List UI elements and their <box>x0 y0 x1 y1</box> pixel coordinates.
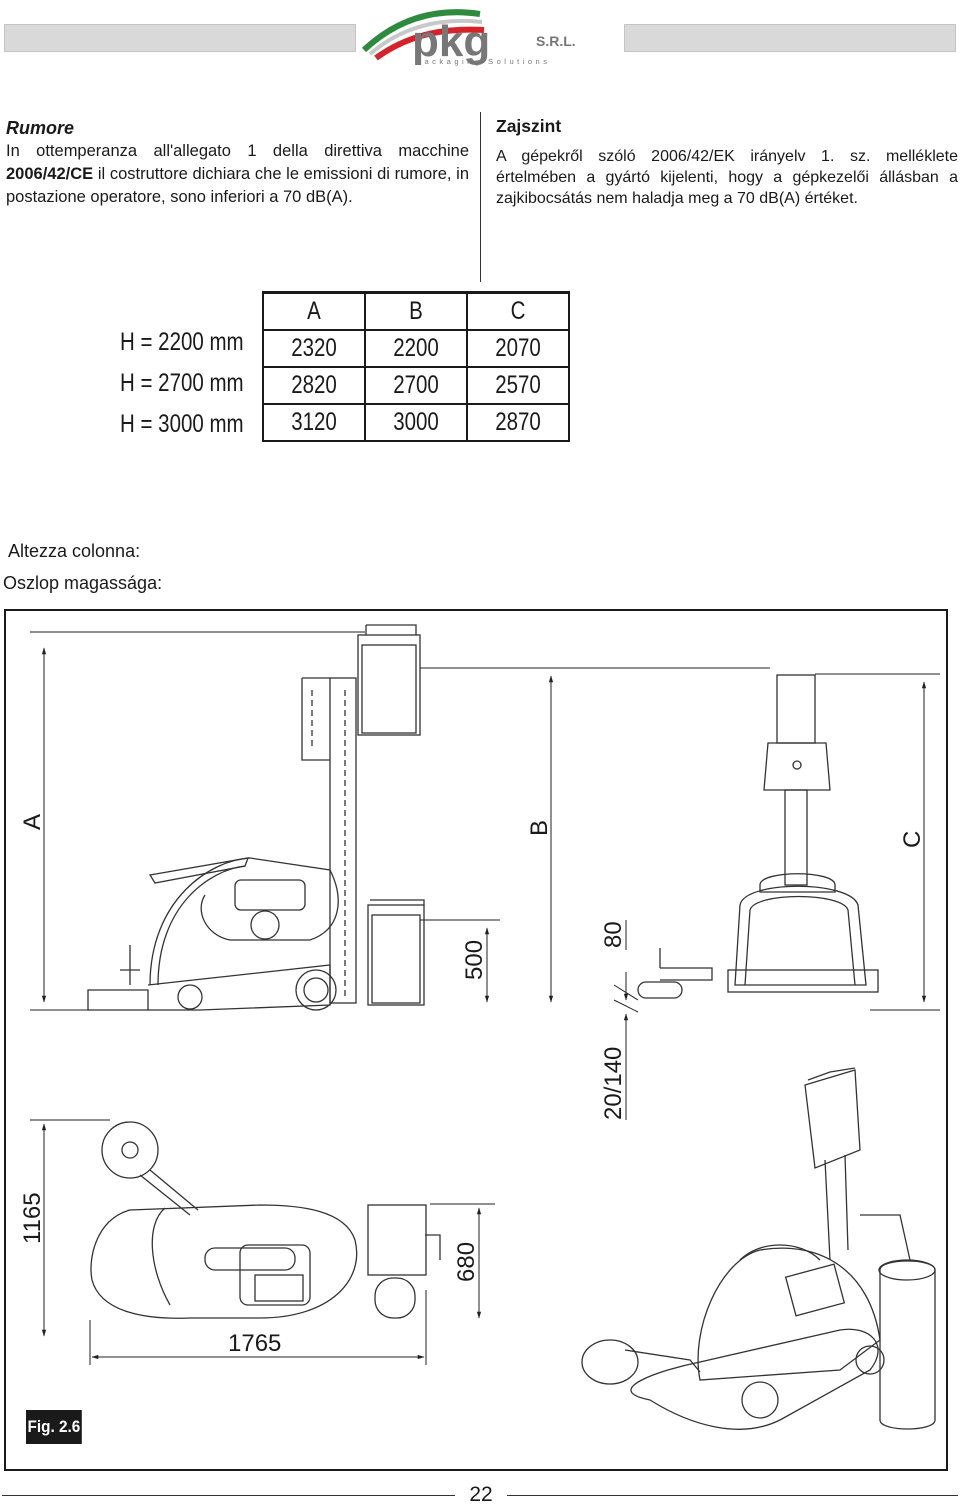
row-label-2200: H = 2200 mm <box>120 328 244 356</box>
table-cell: 3120 <box>271 403 357 442</box>
col-header-b: B <box>373 291 459 331</box>
dim-label-a: A <box>19 814 46 830</box>
table-row: 2320 2200 2070 <box>263 329 569 368</box>
col-header-c: C <box>475 291 561 331</box>
column-height-label-it: Altezza colonna: <box>8 541 141 561</box>
hungarian-title: Zajszint <box>496 116 562 136</box>
dimension-lines <box>30 631 940 1365</box>
dim-label-1165: 1165 <box>19 1192 46 1244</box>
logo-tagline: Packaging Solutions <box>416 57 550 66</box>
figure-label: Fig. 2.6 <box>26 1410 82 1444</box>
logo-suffix: S.R.L. <box>536 33 576 49</box>
table-cell: 2570 <box>475 366 561 405</box>
dim-label-20-140: 20/140 <box>600 1047 627 1120</box>
dim-label-1765: 1765 <box>228 1330 281 1357</box>
row-label-3000: H = 3000 mm <box>120 410 244 438</box>
italian-noise-section: Rumore In ottemperanza all'allegato 1 de… <box>6 117 469 209</box>
column-height-label-hu: Oszlop magassága: <box>3 573 163 593</box>
table-cell: 2070 <box>475 329 561 368</box>
header-bar-left <box>4 24 356 52</box>
italian-body: In ottemperanza all'allegato 1 della dir… <box>6 140 469 209</box>
italian-title: Rumore <box>6 118 75 138</box>
table-cell: 2870 <box>475 403 561 442</box>
table-cell: 2820 <box>271 366 357 405</box>
row-label-2700: H = 2700 mm <box>120 369 244 397</box>
technical-drawing-frame <box>4 609 948 1471</box>
table-cell: 3000 <box>373 403 459 442</box>
perspective-view-machine <box>581 1067 936 1430</box>
pkg-logo: pkg S.R.L. Packaging Solutions <box>361 9 576 66</box>
logo-wordmark: pkg <box>412 17 490 66</box>
dim-label-680: 680 <box>453 1242 480 1282</box>
table-row: 2820 2700 2570 <box>263 366 569 405</box>
table-cell: 2200 <box>373 329 459 368</box>
column-divider <box>480 112 481 282</box>
side-view-machine <box>87 624 425 1011</box>
dim-label-500: 500 <box>461 940 488 980</box>
dim-label-80: 80 <box>600 921 627 948</box>
hungarian-body: A gépekről szóló 2006/42/EK irányelv 1. … <box>496 148 958 207</box>
hungarian-noise-section: Zajszint A gépekről szóló 2006/42/EK irá… <box>496 116 958 209</box>
table-cell: 2700 <box>373 366 459 405</box>
italian-directive: 2006/42/CE <box>6 165 94 183</box>
dim-label-b: B <box>526 820 553 836</box>
dim-label-c: C <box>899 831 926 848</box>
front-view-machine <box>637 674 879 999</box>
dimension-table: A B C 2320 2200 2070 2820 2700 2570 3120… <box>262 291 570 442</box>
top-view-machine <box>90 1121 441 1319</box>
table-header-row: A B C <box>263 291 569 331</box>
italian-body-pre: In ottemperanza all'allegato 1 della dir… <box>6 142 469 160</box>
table-cell: 2320 <box>271 329 357 368</box>
col-header-a: A <box>271 291 357 331</box>
table-row: 3120 3000 2870 <box>263 403 569 442</box>
page-number: 22 <box>455 1483 507 1507</box>
header-bar-right <box>624 24 956 52</box>
italian-body-post: il costruttore dichiara che le emissioni… <box>6 165 469 206</box>
